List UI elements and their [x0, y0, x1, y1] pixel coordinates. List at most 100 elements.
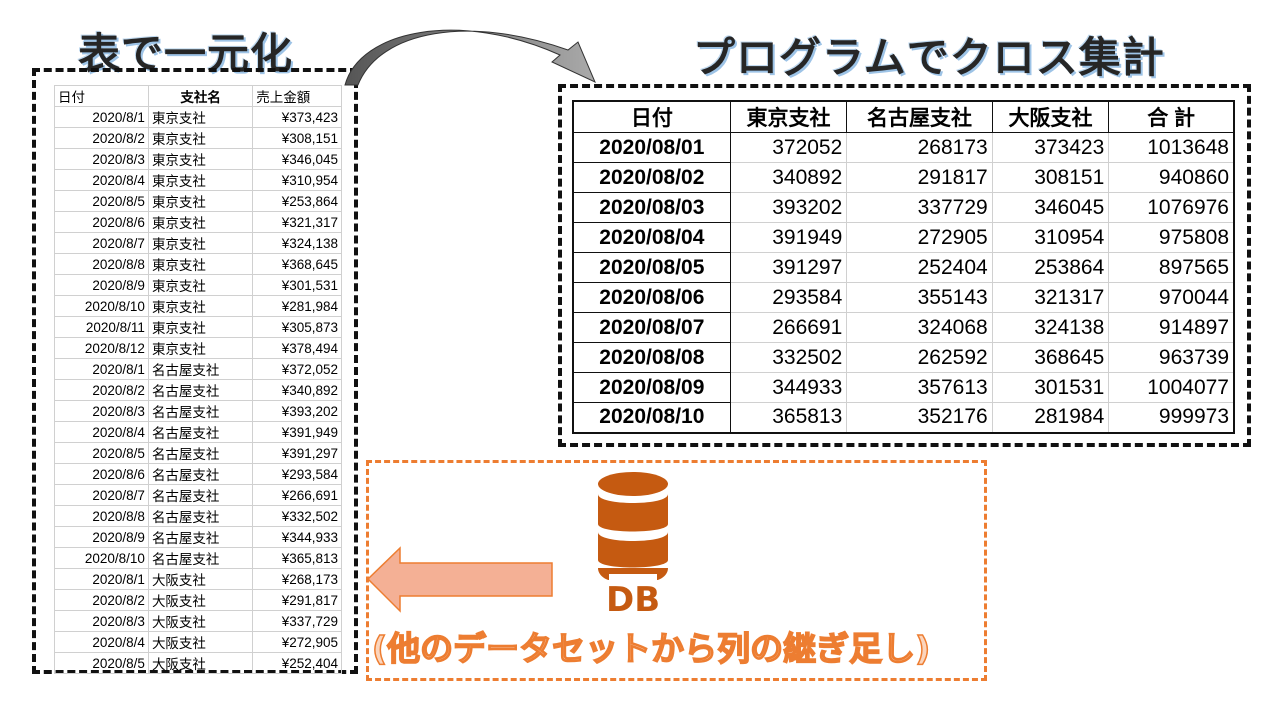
cell-amount: ¥373,423	[252, 106, 342, 128]
cell-date: 2020/8/3	[54, 148, 149, 170]
cell-date: 2020/08/05	[572, 252, 731, 283]
cell-value: 321317	[991, 282, 1110, 313]
cell-amount: ¥321,317	[252, 211, 342, 233]
db-note: (他のデータセットから列の継ぎ足し)	[371, 628, 931, 669]
cell-amount: ¥378,494	[252, 337, 342, 359]
cell-amount: ¥344,933	[252, 526, 342, 548]
cell-date: 2020/08/07	[572, 312, 731, 343]
cell-date: 2020/8/7	[54, 484, 149, 506]
col-header: 合 計	[1108, 100, 1235, 133]
cell-value: 373423	[991, 132, 1110, 163]
cell-value: 253864	[991, 252, 1110, 283]
cell-value: 293584	[729, 282, 848, 313]
cell-branch: 東京支社	[147, 190, 254, 212]
cell-value: 268173	[846, 132, 993, 163]
cell-branch: 大阪支社	[147, 568, 254, 590]
cell-date: 2020/8/12	[54, 337, 149, 359]
curved-arrow-icon	[344, 29, 596, 86]
cell-date: 2020/8/6	[54, 211, 149, 233]
cell-value: 262592	[846, 342, 993, 373]
cell-value: 940860	[1108, 162, 1235, 193]
cell-branch: 名古屋支社	[147, 379, 254, 401]
cell-value: 252404	[846, 252, 993, 283]
cell-value: 272905	[846, 222, 993, 253]
cell-branch: 東京支社	[147, 232, 254, 254]
cell-value: 357613	[846, 372, 993, 403]
cell-value: 970044	[1108, 282, 1235, 313]
cell-branch: 東京支社	[147, 337, 254, 359]
cell-date: 2020/8/5	[54, 652, 149, 674]
cell-value: 310954	[991, 222, 1110, 253]
cell-branch: 名古屋支社	[147, 547, 254, 569]
cell-date: 2020/8/6	[54, 463, 149, 485]
cell-amount: ¥252,404	[252, 652, 342, 674]
db-label: DB	[606, 580, 661, 620]
cell-value: 281984	[991, 402, 1110, 433]
cell-branch: 東京支社	[147, 211, 254, 233]
col-header: 東京支社	[729, 100, 848, 133]
db-source-frame	[366, 460, 987, 681]
cell-branch: 大阪支社	[147, 652, 254, 674]
cell-branch: 名古屋支社	[147, 400, 254, 422]
cell-date: 2020/8/4	[54, 169, 149, 191]
col-header-branch: 支社名	[147, 85, 254, 107]
cell-date: 2020/08/06	[572, 282, 731, 313]
cell-amount: ¥301,531	[252, 274, 342, 296]
cell-amount: ¥393,202	[252, 400, 342, 422]
cell-amount: ¥332,502	[252, 505, 342, 527]
cell-date: 2020/8/8	[54, 253, 149, 275]
cell-amount: ¥281,984	[252, 295, 342, 317]
cell-amount: ¥372,052	[252, 358, 342, 380]
cell-amount: ¥266,691	[252, 484, 342, 506]
cell-branch: 名古屋支社	[147, 421, 254, 443]
col-header: 大阪支社	[991, 100, 1110, 133]
cell-value: 975808	[1108, 222, 1235, 253]
cell-value: 352176	[846, 402, 993, 433]
cell-value: 332502	[729, 342, 848, 373]
cell-value: 266691	[729, 312, 848, 343]
cell-amount: ¥293,584	[252, 463, 342, 485]
cell-date: 2020/8/5	[54, 190, 149, 212]
cell-amount: ¥253,864	[252, 190, 342, 212]
crosstab-frame	[558, 84, 1251, 447]
cell-branch: 東京支社	[147, 274, 254, 296]
cell-value: 1004077	[1108, 372, 1235, 403]
cell-amount: ¥368,645	[252, 253, 342, 275]
cell-date: 2020/08/02	[572, 162, 731, 193]
cell-branch: 名古屋支社	[147, 526, 254, 548]
cell-amount: ¥324,138	[252, 232, 342, 254]
cell-amount: ¥365,813	[252, 547, 342, 569]
cell-value: 368645	[991, 342, 1110, 373]
cell-branch: 大阪支社	[147, 589, 254, 611]
cell-date: 2020/08/04	[572, 222, 731, 253]
cell-value: 372052	[729, 132, 848, 163]
cell-amount: ¥337,729	[252, 610, 342, 632]
cell-amount: ¥291,817	[252, 589, 342, 611]
cell-date: 2020/08/01	[572, 132, 731, 163]
cell-date: 2020/8/2	[54, 589, 149, 611]
